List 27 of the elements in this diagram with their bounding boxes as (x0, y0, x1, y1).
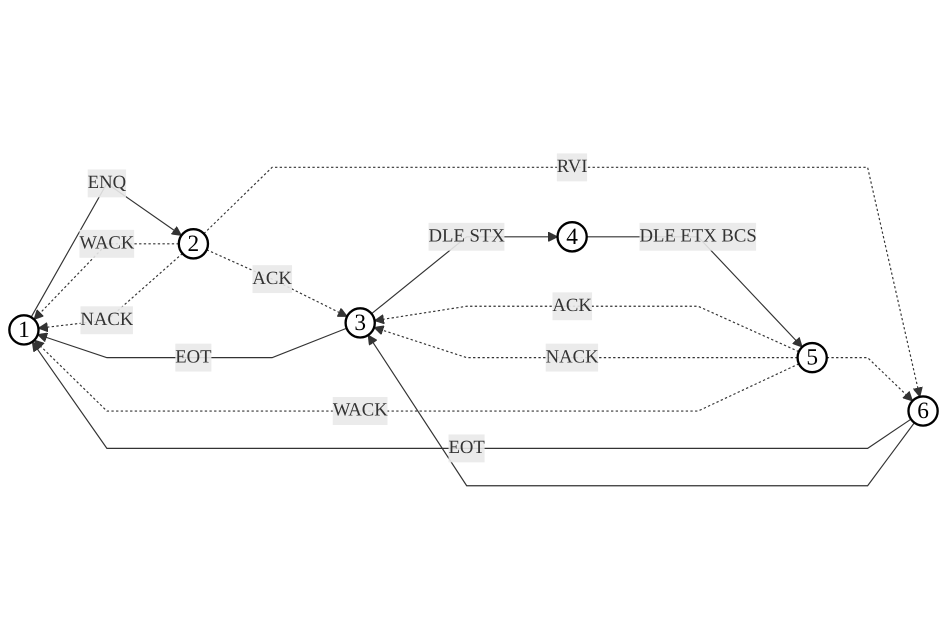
edge-label: NACK (546, 348, 599, 368)
edge-label: NACK (80, 310, 134, 330)
node-circle: 1 (8, 314, 40, 346)
arrow (374, 326, 798, 359)
node-circle: 2 (178, 228, 210, 260)
node-circle: 6 (907, 396, 939, 428)
edge-label: ACK (552, 296, 592, 316)
node-circle: 3 (344, 308, 376, 340)
edge-label: DLE STX (428, 226, 505, 247)
edge-label: WACK (332, 400, 388, 421)
arrow (368, 335, 915, 487)
edge-label: WACK (79, 234, 134, 254)
node-circle: 5 (796, 342, 828, 374)
edge-label: ENQ (88, 173, 126, 194)
arrow (34, 340, 800, 412)
edge-label: RVI (556, 157, 588, 178)
arrow (32, 342, 912, 450)
arrow (206, 250, 348, 318)
edge-label: EOT (448, 438, 485, 458)
arrow (374, 306, 800, 353)
arrow (37, 328, 347, 359)
edge-label: EOT (175, 348, 212, 368)
node-circle: 4 (556, 222, 588, 254)
arrow (203, 167, 923, 398)
arrow (826, 358, 914, 402)
edge-label: ACK (252, 269, 292, 289)
edge-label: DLE ETX BCS (639, 226, 757, 247)
